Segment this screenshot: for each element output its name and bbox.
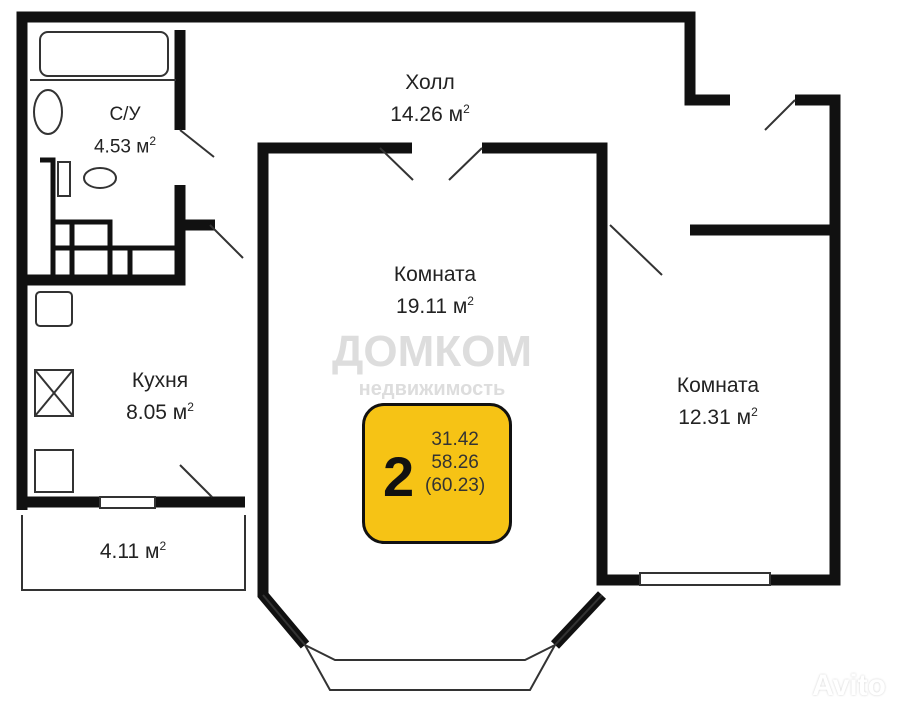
living-area: 31.42 [431, 429, 479, 450]
room-label-balcony: 4.11 м2 [99, 539, 167, 563]
room-count: 2 [383, 445, 415, 508]
total-area-with-balcony: (60.23) [425, 475, 486, 496]
avito-logo: Avito [812, 669, 886, 702]
apartment-badge: 2 31.42 58.26 (60.23) [362, 403, 512, 544]
total-area: 58.26 [431, 452, 479, 473]
watermark-sub: недвижимость [358, 378, 506, 400]
watermark-brand: ДОМКОМ [332, 327, 532, 376]
area-summary: 31.42 58.26 (60.23) [425, 428, 485, 497]
